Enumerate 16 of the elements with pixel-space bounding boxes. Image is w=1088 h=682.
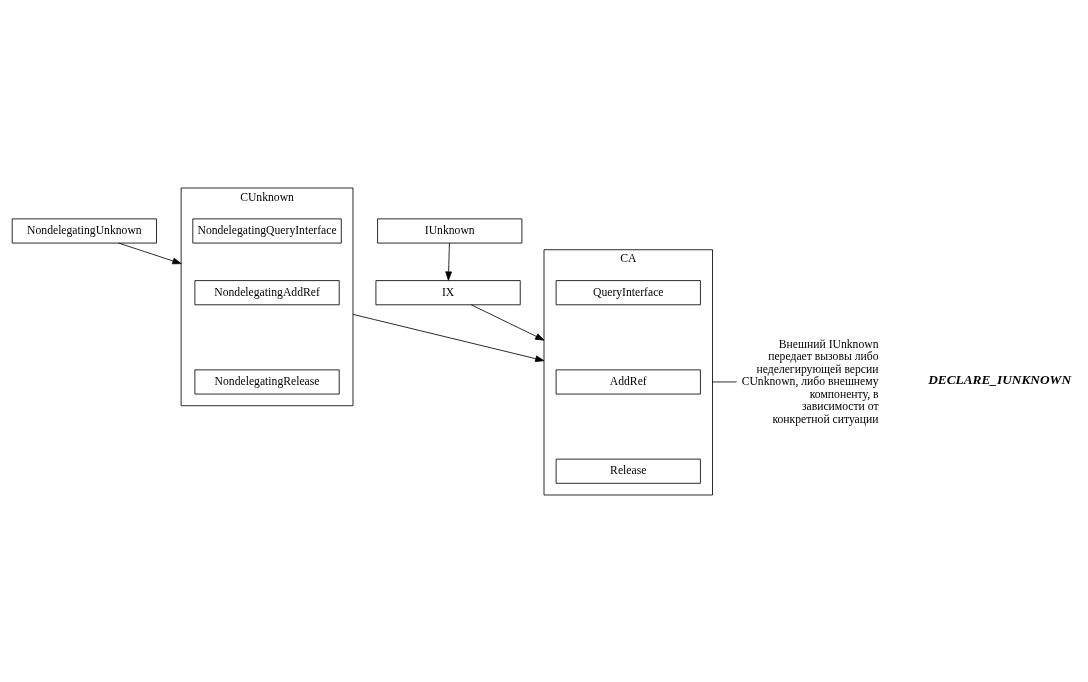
arrow [118, 242, 182, 264]
arrow [470, 303, 545, 341]
node-box: Release [555, 458, 701, 484]
node-box: IX [375, 279, 521, 305]
arrow [445, 242, 452, 281]
node-box: NondelegatingQueryInterface [192, 217, 342, 243]
connector [712, 381, 738, 382]
node-box: IUnknown [377, 217, 523, 243]
node-box: AddRef [555, 368, 701, 394]
node-box: NondelegatingAddRef [194, 279, 340, 305]
node-box: NondelegatingRelease [194, 368, 340, 394]
node-box: NondelegatingUnknown [11, 217, 157, 243]
node-box: QueryInterface [555, 279, 701, 305]
label: DECLARE_IUNKNOWN [928, 371, 1072, 387]
node-text: Внешний IUnknown передает вызовы либо неделегирующей версии CUnknown, либо внешнему компоненту, в зависимости от конкретной ситуации [741, 337, 879, 426]
arrow [352, 313, 545, 362]
